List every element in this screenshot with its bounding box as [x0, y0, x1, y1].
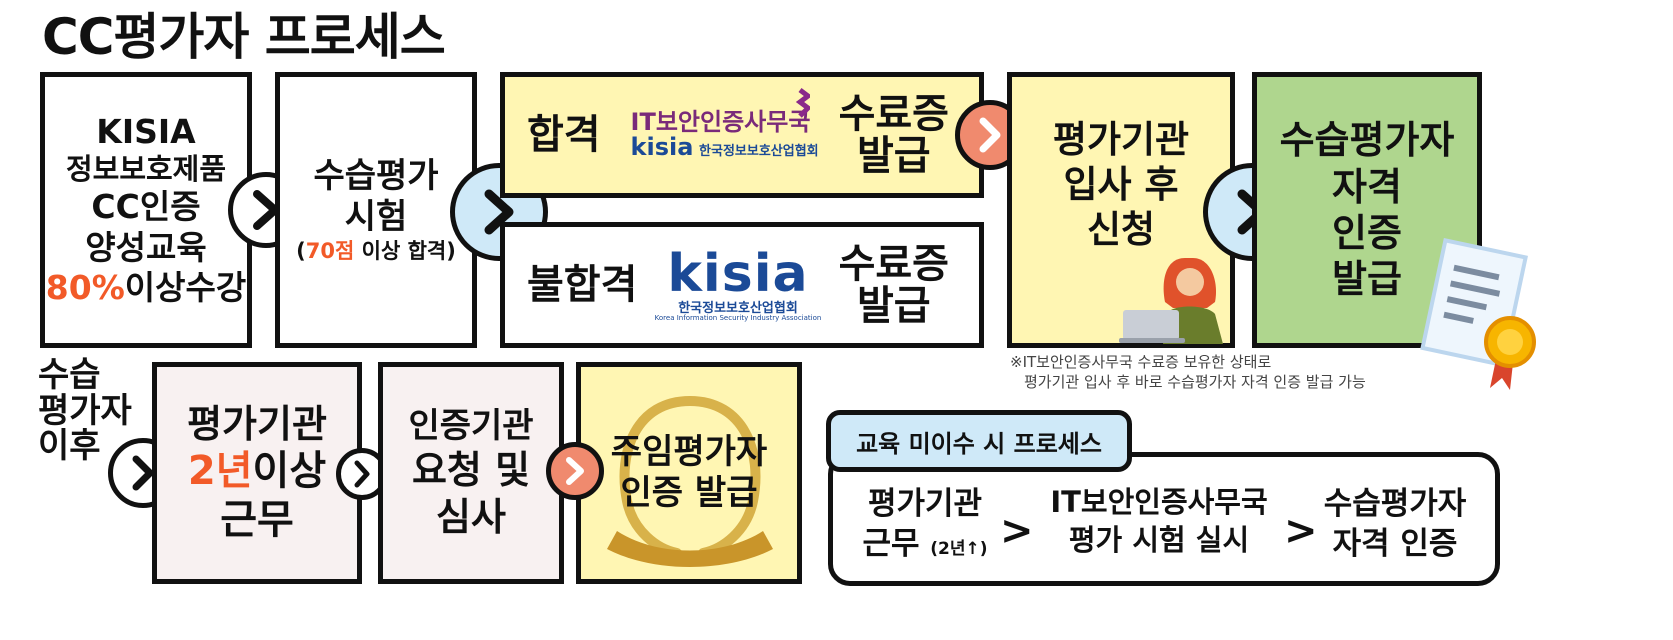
education-box: KISIA 정보보호제품 CC인증 양성교육 80%이상수강	[40, 72, 252, 348]
alt-step-3: 수습평가자 자격 인증	[1310, 484, 1480, 565]
apply-line-3: 신청	[1086, 208, 1156, 252]
kisia-logo: kisia 한국정보보호산업협회 Korea Information Secur…	[655, 247, 822, 323]
criteria-score: 70점	[305, 238, 355, 263]
attendance-percent: 80%	[45, 267, 125, 307]
work-line-2: 2년이상	[188, 447, 326, 496]
fail-row: 불합격 kisia 한국정보보호산업협회 Korea Information S…	[500, 222, 984, 348]
pass-label: 합격	[527, 111, 601, 158]
page-title: CC평가자 프로세스	[42, 8, 446, 66]
alt-step-3-line-2: 자격 인증	[1332, 526, 1458, 563]
chief-line-2: 인증 발급	[620, 473, 758, 513]
pass-result: 수료증 발급	[839, 93, 949, 177]
cert-line-4: 발급	[1332, 257, 1402, 302]
it-security-office-logo: IT보안인증사무국 kisia 한국정보보호산업협회	[630, 107, 819, 161]
logo-mark-icon	[790, 88, 813, 118]
apply-line-2: 입사 후	[1063, 163, 1179, 207]
exam-criteria: (70점 이상 합격)	[296, 239, 456, 265]
logo-brand: kisia	[630, 133, 694, 161]
work-line-3: 근무	[220, 497, 294, 544]
chevron-right-icon: >	[1284, 508, 1318, 554]
criteria-open: (	[296, 238, 306, 263]
review-line-1: 인증기관	[408, 405, 534, 446]
footnote-line-1: ※IT보안인증사무국 수료증 보유한 상태로	[1010, 353, 1272, 371]
cert-line-2: 자격	[1332, 164, 1402, 209]
logo-brand-sub: 한국정보보호산업협회	[699, 144, 819, 159]
alt-process-title: 교육 미이수 시 프로세스	[856, 429, 1102, 458]
education-line-3: CC인증	[91, 187, 201, 227]
alt-step-1-note: (2년↑)	[930, 539, 988, 560]
review-box: 인증기관 요청 및 심사	[378, 362, 564, 584]
pass-result-line-2: 발급	[856, 133, 931, 179]
side-label-line-1: 수습	[38, 355, 101, 395]
education-line-1: KISIA	[96, 111, 196, 151]
work-years: 2년	[187, 448, 253, 495]
alt-step-2-line-1: IT보안인증사무국	[1050, 485, 1268, 519]
criteria-rest: 이상 합격)	[354, 238, 456, 263]
review-line-2: 요청 및	[411, 448, 531, 493]
education-line-2: 정보보호제품	[65, 152, 227, 187]
attendance-suffix: 이상수강	[124, 267, 247, 307]
certificate-icon	[1410, 237, 1540, 398]
logo-office-name: IT보안인증사무국	[630, 107, 811, 136]
arrow-icon	[450, 163, 548, 261]
kisia-english-name: Korea Information Security Industry Asso…	[654, 314, 822, 323]
fail-label: 불합격	[527, 261, 638, 308]
alt-step-1-line-2: 근무	[862, 526, 920, 563]
pass-result-line-1: 수료증	[838, 91, 949, 137]
alt-step-2-line-2: 평가 시험 실시	[1068, 522, 1250, 557]
alt-step-1: 평가기관 근무 (2년↑)	[850, 484, 1000, 565]
chief-line-1: 주임평가자	[610, 431, 768, 472]
exam-line-1: 수습평가	[313, 155, 439, 196]
fail-result-line-1: 수료증	[838, 241, 949, 287]
work-experience-box: 평가기관 2년이상 근무	[152, 362, 362, 584]
chief-evaluator-box: 주임평가자 인증 발급	[576, 362, 802, 584]
arrow-icon	[546, 442, 604, 500]
chevron-right-icon: >	[1000, 508, 1034, 554]
side-label-line-2: 평가자	[38, 390, 132, 431]
fail-result-line-2: 발급	[856, 283, 931, 329]
alt-step-1-line-1: 평가기관	[867, 486, 983, 522]
apply-line-1: 평가기관	[1052, 118, 1190, 161]
review-line-3: 심사	[436, 494, 506, 539]
footnote-line-2: 평가기관 입사 후 바로 수습평가자 자격 인증 발급 가능	[1024, 373, 1366, 392]
education-attendance: 80%이상수강	[46, 268, 246, 308]
kisia-korean-name: 한국정보보호산업협회	[678, 300, 798, 316]
trainee-exam-box: 수습평가 시험 (70점 이상 합격)	[275, 72, 477, 348]
education-line-4: 양성교육	[85, 227, 207, 267]
alt-process-panel	[828, 452, 1500, 586]
alt-process-header: 교육 미이수 시 프로세스	[826, 410, 1132, 472]
fail-result: 수료증 발급	[839, 243, 949, 327]
kisia-wordmark: kisia	[667, 244, 809, 305]
side-label-line-3: 이후	[38, 426, 101, 467]
person-laptop-icon	[1115, 252, 1230, 344]
cert-line-3: 인증	[1332, 211, 1402, 255]
pass-row: 합격 IT보안인증사무국 kisia 한국정보보호산업협회 수료증 발급	[500, 72, 984, 198]
alt-step-3-line-1: 수습평가자	[1323, 486, 1467, 522]
alt-step-2: IT보안인증사무국 평가 시험 실시	[1030, 484, 1288, 559]
after-trainee-label: 수습 평가자 이후	[38, 355, 148, 467]
work-line-1: 평가기관	[187, 402, 327, 447]
exam-line-2: 시험	[344, 197, 408, 238]
footnote: ※IT보안인증사무국 수료증 보유한 상태로 평가기관 입사 후 바로 수습평가…	[1010, 352, 1430, 393]
work-years-rest: 이상	[252, 448, 327, 495]
laurel-wreath-icon	[607, 396, 773, 567]
cert-line-1: 수습평가자	[1279, 118, 1455, 163]
